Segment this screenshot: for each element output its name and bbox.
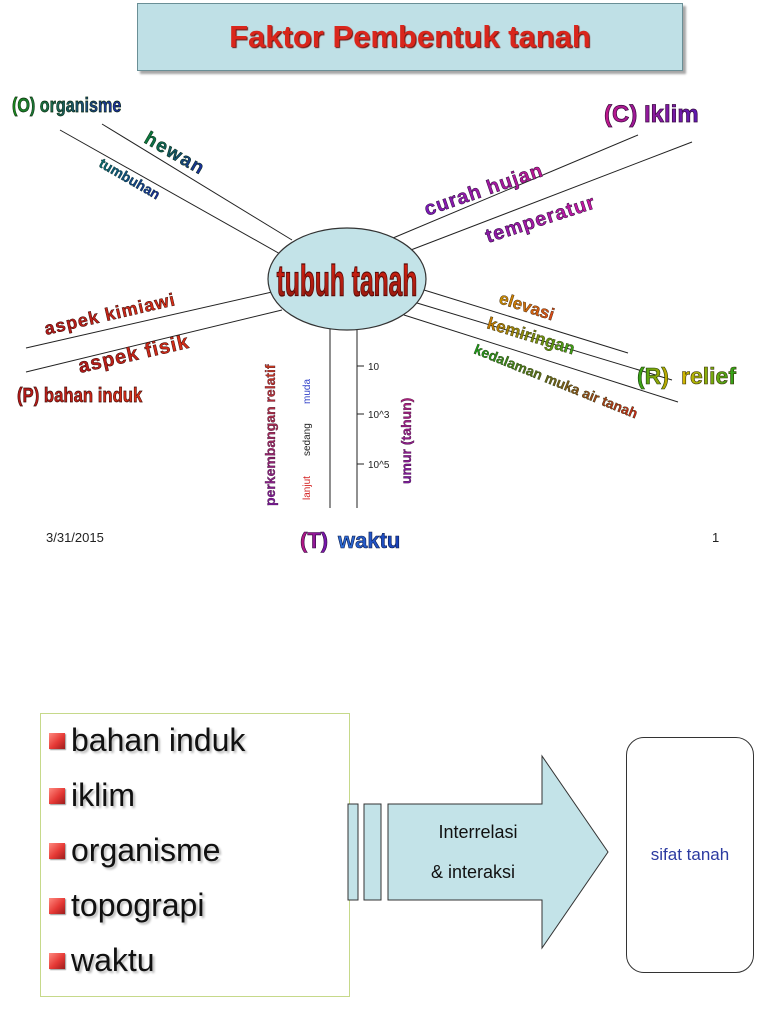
bullet-icon	[49, 732, 65, 749]
bullet-icon	[49, 952, 65, 969]
soil-factors-diagram: tubuh tanah (O) organisme hewan tumbuhan…	[12, 94, 737, 553]
bullet-icon	[49, 897, 65, 914]
connector-lines	[25, 123, 693, 508]
arrow-text-line2: & interaksi	[431, 862, 515, 882]
list-item-label: iklim	[71, 777, 135, 813]
arrow-text-line1: Interrelasi	[438, 822, 517, 842]
tick-10-5: 10^5	[368, 460, 390, 471]
line-kedalaman	[403, 314, 679, 403]
branch-tumbuhan: tumbuhan	[97, 155, 164, 203]
slide-date: 3/31/2015	[46, 530, 104, 545]
tick-10: 10	[368, 362, 380, 373]
center-ellipse	[267, 227, 427, 331]
line-hewan	[101, 123, 293, 241]
list-item-label: waktu	[71, 942, 155, 978]
arrow-stripe-1	[347, 803, 359, 901]
list-item: organisme	[49, 832, 220, 869]
list-item-label: bahan induk	[71, 722, 246, 758]
stage-lanjut: lanjut	[302, 476, 313, 500]
result-label: sifat tanah	[650, 845, 730, 864]
line-tumbuhan	[59, 129, 283, 256]
stage-muda: muda	[302, 379, 313, 404]
factor-organisme-label: (O) organisme	[12, 94, 121, 116]
line-temperatur	[402, 141, 693, 254]
center-label: tubuh tanah	[277, 257, 418, 305]
factor-relief-letter: (R)	[637, 363, 669, 389]
tick-10-3: 10^3	[368, 410, 390, 421]
factor-waktu-letter: (T)	[300, 528, 328, 553]
line-curah-hujan	[392, 134, 639, 239]
factor-relief-word: relief	[681, 363, 736, 389]
stage-sedang: sedang	[302, 423, 313, 456]
factor-list-box: bahan induk iklim organisme topograpi wa…	[40, 713, 350, 997]
arrow-body	[387, 754, 609, 950]
axis-perkembangan-relatif: perkembangan relatif	[262, 364, 278, 506]
factor-waktu-word: waktu	[337, 528, 400, 553]
list-item-label: topograpi	[71, 887, 205, 923]
interaction-arrow: Interrelasi & interaksi	[347, 754, 609, 950]
list-item: topograpi	[49, 887, 204, 924]
list-item: waktu	[49, 942, 155, 979]
list-item: bahan induk	[49, 722, 245, 759]
line-elevasi	[423, 289, 629, 354]
line-kemiringan	[416, 302, 673, 381]
arrow-stripe-2	[363, 803, 382, 901]
line-aspek-kimiawi	[25, 291, 273, 349]
axis-umur: umur (tahun)	[398, 398, 414, 484]
bullet-icon	[49, 842, 65, 859]
factor-iklim-label: (C) Iklim	[604, 101, 699, 128]
result-box: sifat tanah	[626, 737, 754, 973]
slide-title: Faktor Pembentuk tanah	[229, 19, 591, 54]
title-box: Faktor Pembentuk tanah	[137, 3, 683, 71]
line-aspek-fisik	[25, 309, 283, 373]
branch-aspek-kimiawi: aspek kimiawi	[42, 289, 177, 339]
list-item-label: organisme	[71, 832, 221, 868]
branch-aspek-fisik: aspek fisik	[76, 331, 191, 378]
slide-page-number: 1	[712, 530, 720, 545]
list-item: iklim	[49, 777, 135, 814]
factor-bahan-induk-label: (P) bahan induk	[17, 384, 143, 407]
bullet-icon	[49, 787, 65, 804]
